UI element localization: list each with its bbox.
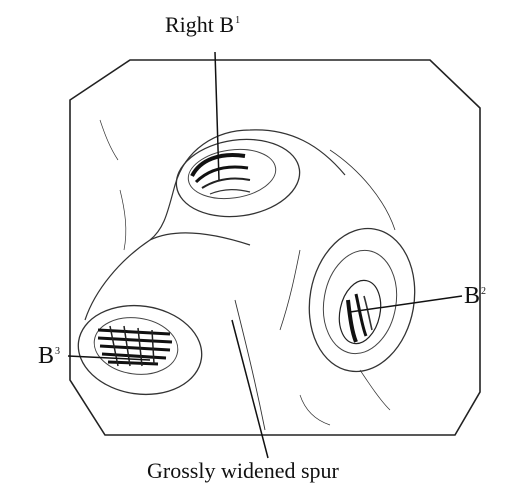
right-b1-label: Right B1 (165, 14, 240, 36)
b3-label: B3 (38, 344, 60, 368)
pointer-lines (68, 52, 462, 458)
right-b1-pointer (215, 52, 219, 180)
right-b1-text: Right B (165, 12, 234, 37)
spur-pointer (232, 320, 268, 458)
b2-orifice (298, 220, 425, 380)
b2-text: B (464, 283, 480, 309)
b3-superscript: 3 (55, 346, 60, 357)
b2-label: B2 (464, 284, 486, 308)
spur-caption: Grossly widened spur (147, 460, 339, 482)
right-b1-orifice (171, 132, 304, 225)
right-b1-superscript: 1 (235, 15, 240, 26)
b3-text: B (38, 343, 54, 369)
octagonal-frame (70, 60, 480, 435)
b2-superscript: 2 (481, 286, 486, 297)
b3-orifice (72, 298, 207, 402)
